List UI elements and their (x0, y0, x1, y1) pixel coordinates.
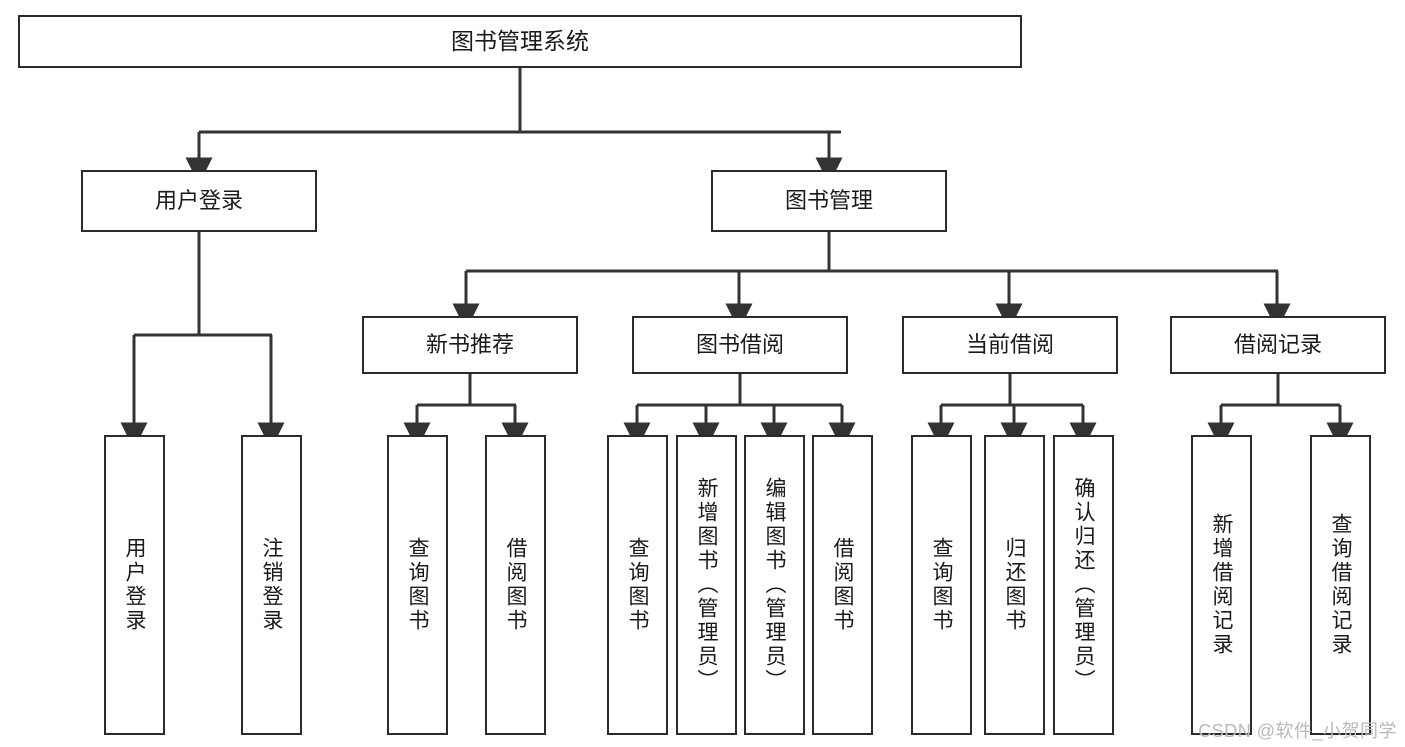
node-leaf-rec-query-record-label: 查询借阅记录 (1329, 513, 1352, 657)
node-leaf-cur-confirm-return[interactable]: 确认归还（管理员） (1053, 435, 1114, 735)
node-user-login[interactable]: 用户登录 (81, 170, 317, 232)
node-leaf-borrow-add-book-label: 新增图书（管理员） (695, 477, 718, 693)
node-user-login-label: 用户登录 (154, 188, 243, 214)
node-leaf-borrow-query-book[interactable]: 查询图书 (607, 435, 668, 735)
node-leaf-cur-return-book-label: 归还图书 (1003, 537, 1026, 633)
node-borrow-record[interactable]: 借阅记录 (1170, 316, 1386, 374)
node-leaf-user-login[interactable]: 用户登录 (104, 435, 165, 735)
node-leaf-user-logout[interactable]: 注销登录 (241, 435, 302, 735)
node-borrow-record-label: 借阅记录 (1233, 332, 1322, 358)
node-leaf-cur-return-book[interactable]: 归还图书 (984, 435, 1045, 735)
node-book-manage[interactable]: 图书管理 (711, 170, 947, 232)
node-leaf-user-login-label: 用户登录 (123, 537, 146, 633)
node-book-borrow-label: 图书借阅 (695, 332, 784, 358)
node-leaf-borrow-borrow-book[interactable]: 借阅图书 (812, 435, 873, 735)
node-leaf-rec-borrow-book-label: 借阅图书 (504, 537, 527, 633)
node-leaf-borrow-query-book-label: 查询图书 (626, 537, 649, 633)
node-leaf-user-logout-label: 注销登录 (260, 537, 283, 633)
node-new-book-rec[interactable]: 新书推荐 (362, 316, 578, 374)
node-leaf-cur-query-book[interactable]: 查询图书 (911, 435, 972, 735)
node-leaf-borrow-edit-book[interactable]: 编辑图书（管理员） (744, 435, 805, 735)
node-leaf-cur-confirm-return-label: 确认归还（管理员） (1072, 477, 1095, 693)
node-leaf-borrow-edit-book-label: 编辑图书（管理员） (763, 477, 786, 693)
node-root-label: 图书管理系统 (451, 27, 589, 54)
node-root[interactable]: 图书管理系统 (18, 15, 1022, 68)
node-leaf-rec-borrow-book[interactable]: 借阅图书 (485, 435, 546, 735)
node-leaf-rec-add-record[interactable]: 新增借阅记录 (1191, 435, 1252, 735)
node-leaf-borrow-borrow-book-label: 借阅图书 (831, 537, 854, 633)
node-current-borrow-label: 当前借阅 (965, 332, 1054, 358)
node-leaf-borrow-add-book[interactable]: 新增图书（管理员） (676, 435, 737, 735)
node-current-borrow[interactable]: 当前借阅 (902, 316, 1118, 374)
node-leaf-rec-query-record[interactable]: 查询借阅记录 (1310, 435, 1371, 735)
node-new-book-rec-label: 新书推荐 (425, 332, 514, 358)
watermark: CSDN @软件_小贺同学 (1198, 721, 1397, 741)
node-leaf-cur-query-book-label: 查询图书 (930, 537, 953, 633)
node-leaf-rec-add-record-label: 新增借阅记录 (1210, 513, 1233, 657)
node-book-manage-label: 图书管理 (784, 188, 873, 214)
node-book-borrow[interactable]: 图书借阅 (632, 316, 848, 374)
node-leaf-rec-query-book-label: 查询图书 (406, 537, 429, 633)
node-leaf-rec-query-book[interactable]: 查询图书 (387, 435, 448, 735)
